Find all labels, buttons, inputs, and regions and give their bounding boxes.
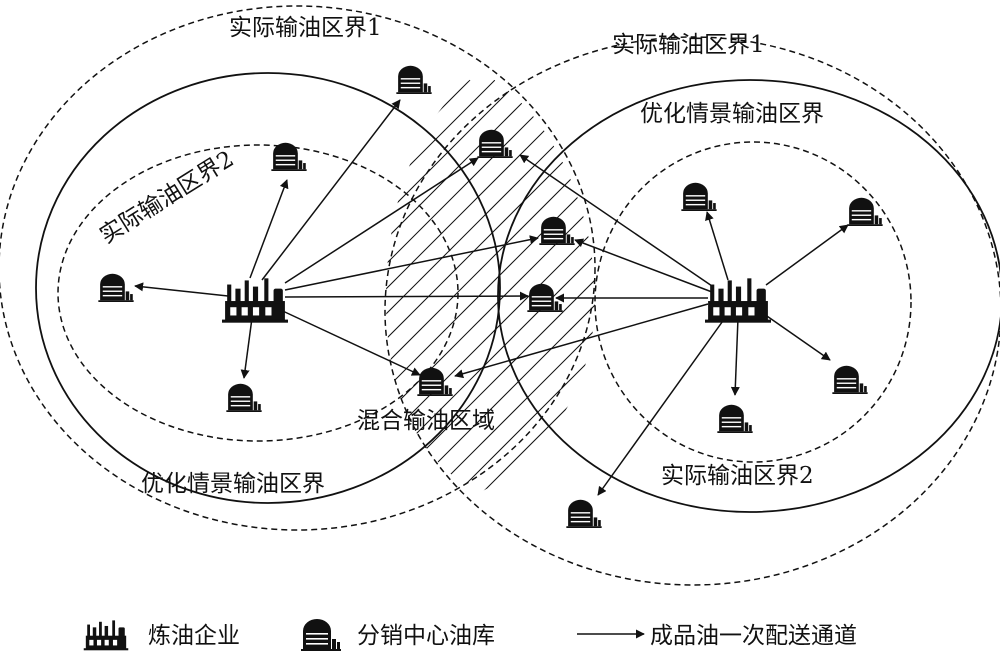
legend: 炼油企业 分销中心油库 成品油一次配送通道 — [83, 619, 857, 651]
oil-depot-icon — [271, 142, 307, 171]
right-inner-boundary — [594, 141, 912, 463]
oil-depot-icon — [717, 404, 753, 433]
oil-depot-icon — [847, 197, 883, 226]
right-delivery-channels — [454, 154, 849, 496]
oil-depot-icon — [417, 367, 453, 396]
arrow-left-to-mixed-top — [284, 157, 479, 284]
arrow-right-to-depot-south — [730, 317, 740, 396]
arrow-right-to-mixed-bottom — [454, 303, 709, 379]
left-inner-boundary — [57, 144, 459, 442]
arrow-right-to-depot-nw — [705, 211, 729, 281]
oil-depot-icon — [566, 499, 602, 528]
arrow-left-to-depot-inner-top — [249, 179, 289, 279]
left-delivery-channels — [134, 99, 539, 379]
left-middle-boundary — [35, 72, 501, 504]
arrow-left-to-depot-south — [240, 317, 253, 379]
arrow-left-to-mixed-bottom — [271, 305, 421, 376]
oil-depot-icon — [226, 383, 262, 412]
right-outer-boundary — [384, 36, 1000, 586]
right-outer-boundary-label: 实际输油区界1 — [612, 32, 765, 58]
arrow-right-to-mixed-upper — [574, 238, 713, 293]
arrow-right-to-depot-ne — [765, 224, 849, 286]
legend-refinery-label: 炼油企业 — [148, 623, 240, 649]
left-middle-boundary-label: 优化情景输油区界 — [141, 471, 325, 497]
left-refinery-icon — [222, 278, 288, 323]
arrow-right-to-depot-se — [763, 313, 831, 361]
arrow-left-to-mixed-center — [284, 291, 529, 301]
oil-depot-icon — [98, 273, 134, 302]
arrow-left-to-mixed-upper — [284, 235, 539, 291]
legend-depot-label: 分销中心油库 — [357, 623, 495, 649]
arrow-left-to-depot-west — [134, 282, 229, 297]
legend-channel-label: 成品油一次配送通道 — [650, 623, 857, 649]
left-outer-boundary — [0, 5, 596, 531]
oil-depot-icon — [681, 182, 717, 211]
oil-depot-icon — [301, 619, 341, 651]
refinery-icon — [83, 620, 129, 651]
mixed-zone-label: 混合输油区域 — [357, 408, 495, 434]
right-refinery-icon — [705, 278, 771, 323]
arrow-left-to-depot-top — [261, 99, 401, 281]
oil-depot-icon — [396, 65, 432, 94]
oil-depot-icon — [477, 129, 513, 158]
arrow-right-to-mixed-top — [519, 154, 713, 287]
right-middle-boundary-label: 优化情景输油区界 — [640, 101, 824, 127]
arrow-right-to-depot-far-sw — [597, 317, 726, 496]
left-outer-boundary-label: 实际输油区界1 — [229, 15, 382, 41]
right-inner-boundary-label: 实际输油区界2 — [661, 463, 814, 489]
oil-depot-icon — [832, 365, 868, 394]
